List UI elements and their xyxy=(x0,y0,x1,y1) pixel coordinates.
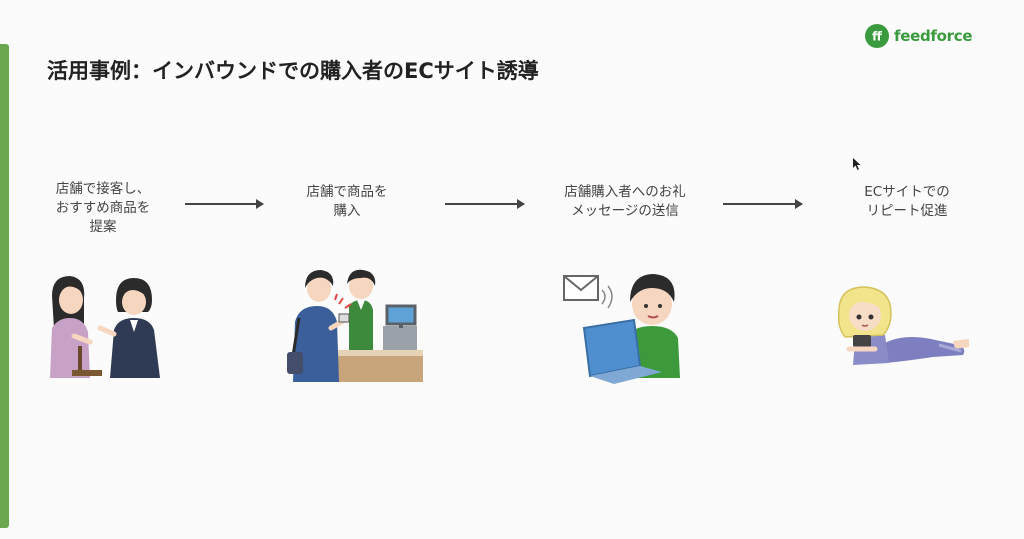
step-1-line-2: おすすめ商品を xyxy=(55,200,151,216)
step-2-line-2: 購入 xyxy=(333,203,361,219)
mouse-cursor-icon xyxy=(853,158,861,170)
step-4-text: ECサイトでの リピート促進 xyxy=(852,183,962,221)
arrow-right-icon xyxy=(723,199,803,209)
arrow-right-icon xyxy=(445,199,525,209)
step-3-line-1: 店舗購入者へのお礼 xyxy=(564,184,686,200)
step-1-line-1: 店舗で接客し、 xyxy=(55,181,151,197)
step-2-text: 店舗で商品を 購入 xyxy=(292,183,402,221)
repeat-shopping-illustration xyxy=(837,286,969,365)
arrow-right-icon xyxy=(185,199,264,209)
step-1-line-3: 提案 xyxy=(89,219,117,235)
accent-bar xyxy=(0,44,9,528)
slide-title: 活用事例：インバウンドでの購入者のECサイト誘導 xyxy=(47,59,539,83)
step-3-line-2: メッセージの送信 xyxy=(571,203,679,219)
step-4-line-1: ECサイトでの xyxy=(864,184,950,200)
send-message-illustration xyxy=(563,274,680,384)
step-2-line-1: 店舗で商品を xyxy=(306,184,388,200)
step-1-text: 店舗で接客し、 おすすめ商品を 提案 xyxy=(38,180,168,237)
svg-text:ff: ff xyxy=(872,30,882,44)
customer-service-illustration xyxy=(50,276,160,378)
feedforce-logo-icon: ff xyxy=(865,24,889,48)
store-purchase-illustration xyxy=(287,269,423,382)
feedforce-logo: ff feedforce xyxy=(864,22,973,50)
step-4-line-2: リピート促進 xyxy=(866,203,948,219)
step-3-text: 店舗購入者へのお礼 メッセージの送信 xyxy=(545,183,705,221)
logo-text: feedforce xyxy=(894,27,973,45)
